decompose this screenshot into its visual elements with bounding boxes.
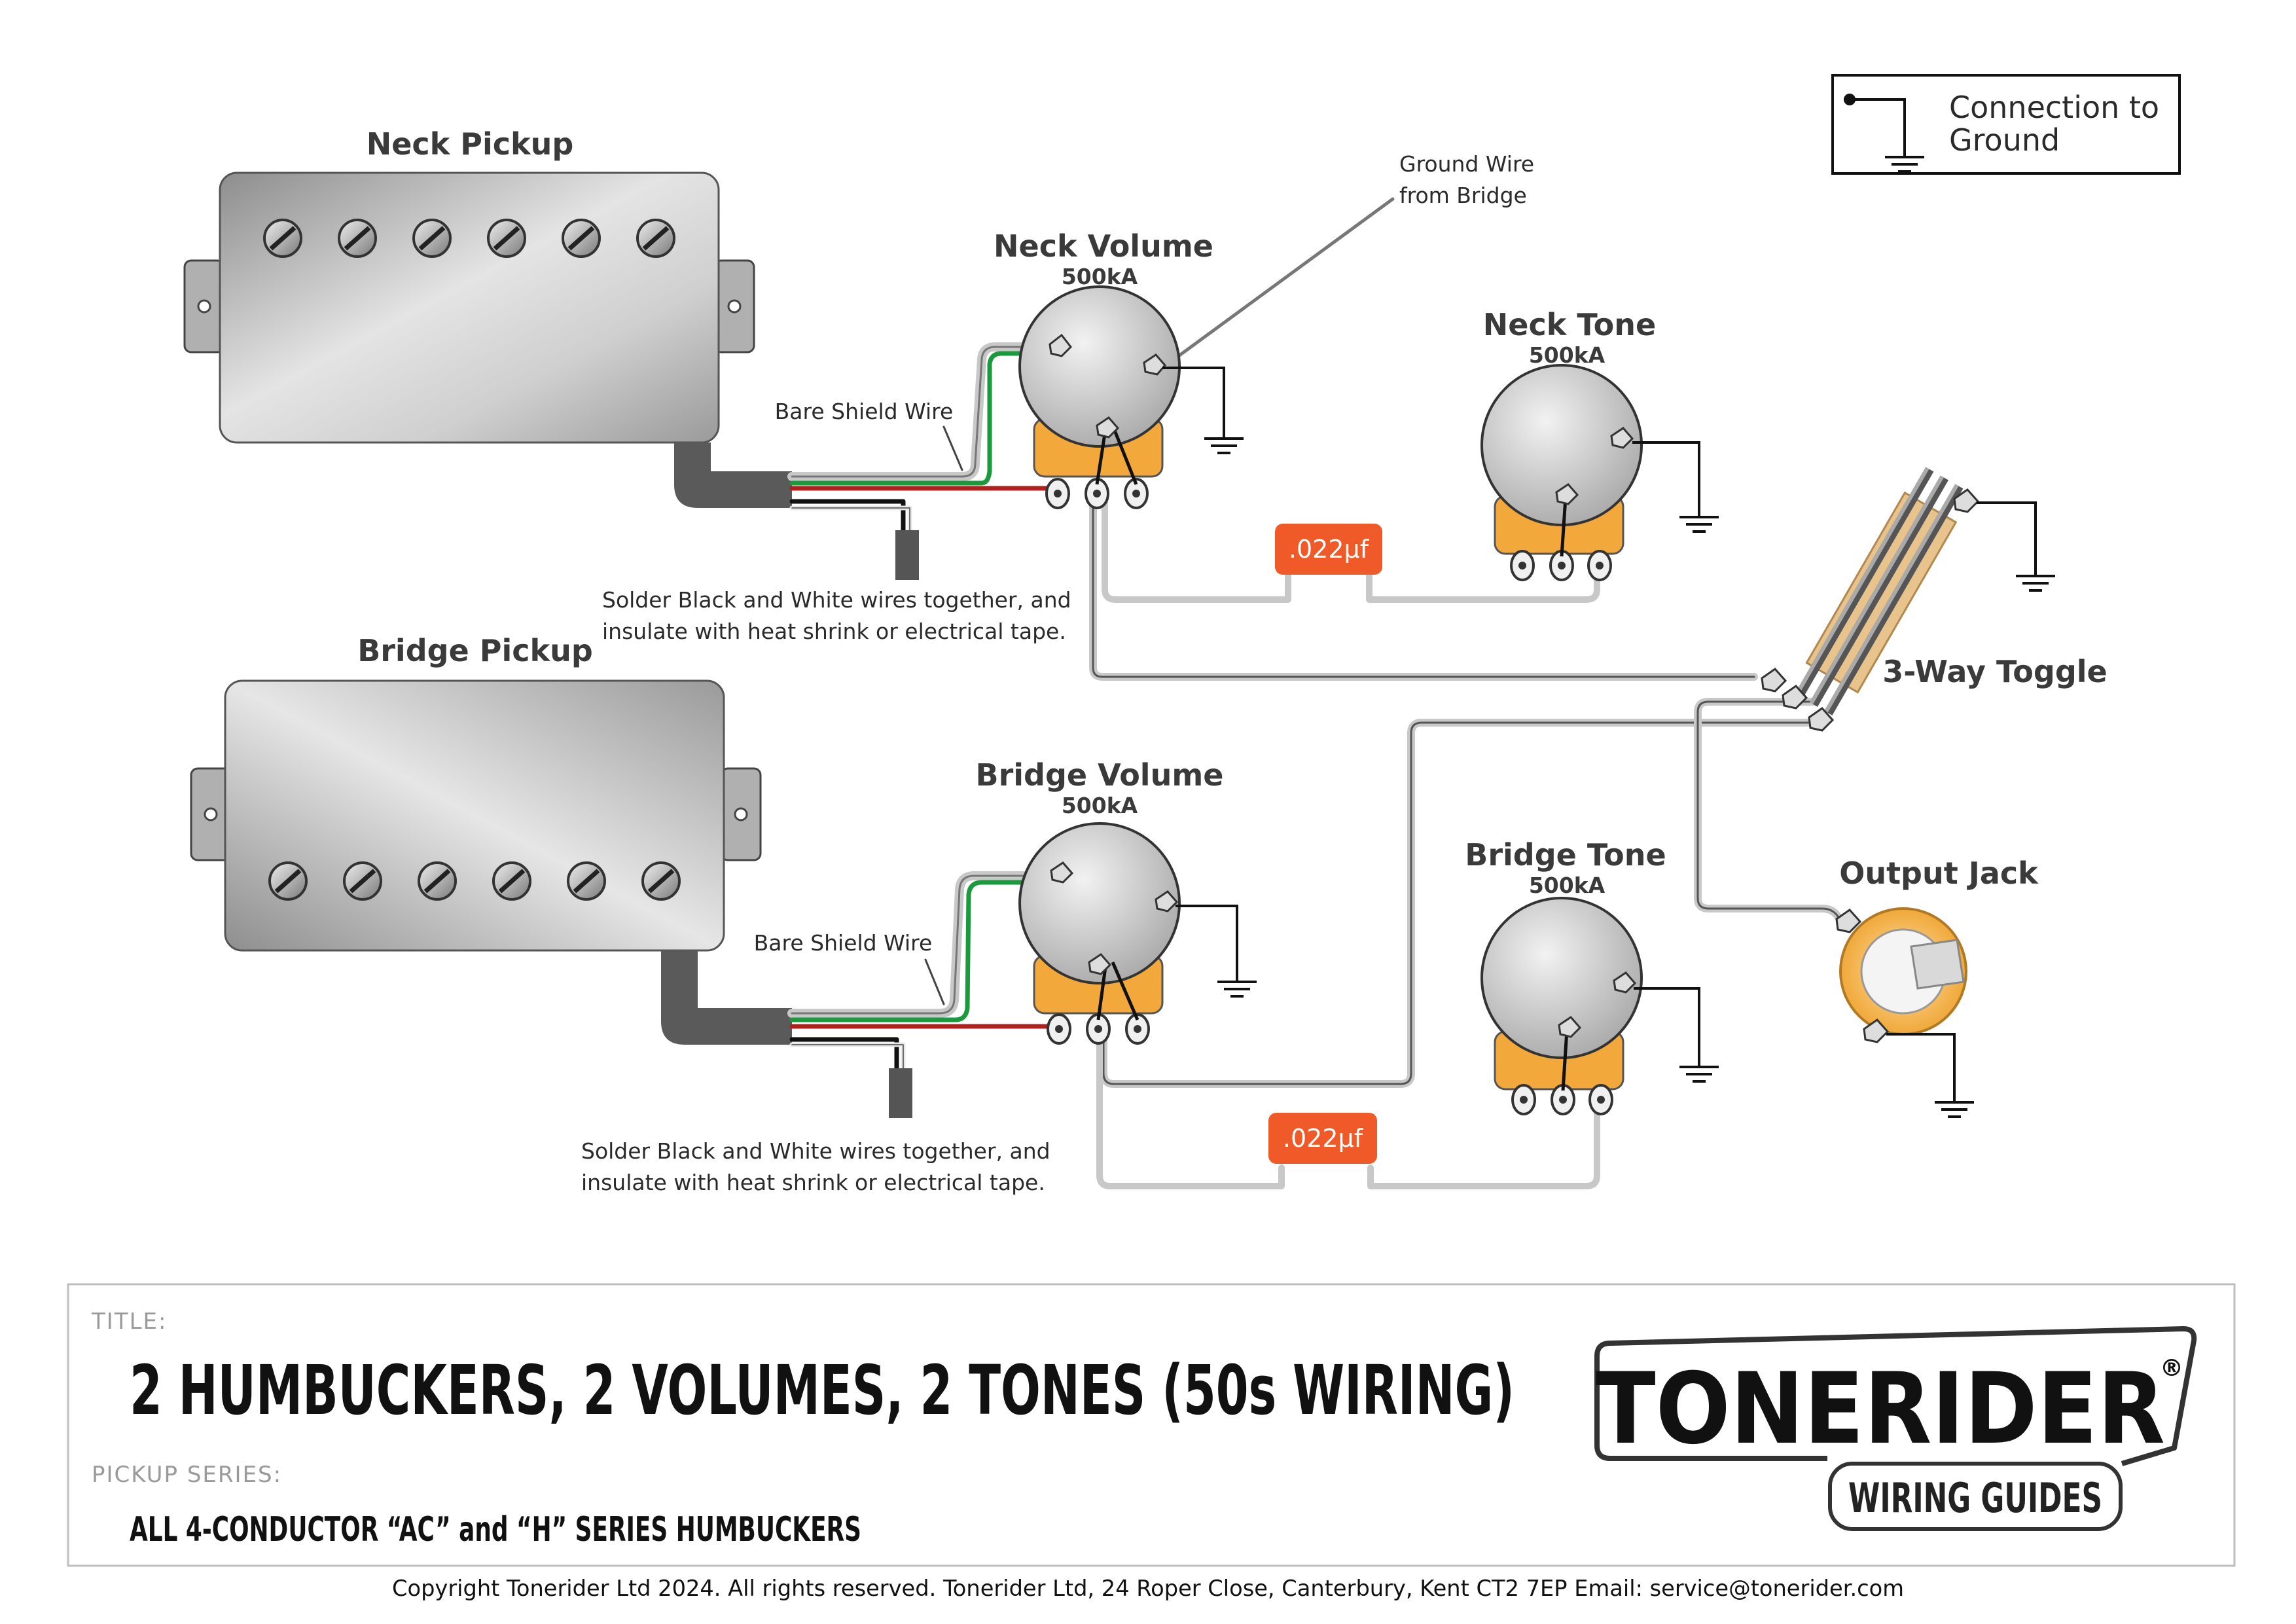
neck-capacitor: .022µf <box>1275 524 1382 575</box>
bridge-pickup: Bridge Pickup <box>190 633 792 1045</box>
ground-symbol-icon <box>1678 1053 1720 1083</box>
neck-shield-label: Bare Shield Wire <box>775 399 954 424</box>
solder-lug <box>1549 550 1574 581</box>
pole-screw-icon <box>492 861 531 901</box>
bridge-shield-label: Bare Shield Wire <box>754 930 933 956</box>
bridge-tone-value: 500kA <box>1529 873 1605 898</box>
shield-leader-line <box>924 958 945 1005</box>
jack-tip-contact <box>1910 939 1965 990</box>
neck-capacitor-value: .022µf <box>1289 535 1370 564</box>
brand-name: TONERIDER <box>1596 1352 2165 1466</box>
ground-wire-line-1: Ground Wire <box>1399 151 1534 177</box>
ground-symbol-icon <box>1216 967 1258 998</box>
solder-lug <box>1045 478 1070 509</box>
heat-shrink <box>889 1068 912 1118</box>
pole-pieces <box>263 219 675 258</box>
pole-screw-icon <box>343 861 382 901</box>
solder-lug <box>1510 550 1535 581</box>
brand-subtitle: WIRING GUIDES <box>1848 1474 2102 1522</box>
output-jack-label: Output Jack <box>1839 856 2039 891</box>
ground-symbol-icon <box>1933 1088 1975 1118</box>
neck-pickup-label: Neck Pickup <box>367 126 574 162</box>
diagram-title: 2 HUMBUCKERS, 2 VOLUMES, 2 TONES (50s WI… <box>130 1350 1515 1430</box>
neck-note-line-2: insulate with heat shrink or electrical … <box>602 619 1066 644</box>
bridge-pickup-cover <box>224 679 725 952</box>
bridge-note-line-2: insulate with heat shrink or electrical … <box>581 1170 1045 1195</box>
neck-pickup-wires <box>787 342 1065 580</box>
toggle-label: 3-Way Toggle <box>1882 654 2107 689</box>
bridge-pickup-label: Bridge Pickup <box>357 633 593 668</box>
pot-body <box>1480 897 1643 1059</box>
legend-line-2: Ground <box>1949 122 2060 158</box>
neck-volume-label: Neck Volume <box>994 228 1213 264</box>
neck-tone-pot: Neck Tone 500kA <box>1480 307 1720 581</box>
solder-lug <box>1047 1013 1071 1045</box>
neck-tone-label: Neck Tone <box>1483 307 1656 342</box>
neck-pickup-cover <box>219 171 720 444</box>
pickup-series: ALL 4-CONDUCTOR “AC” and “H” SERIES HUMB… <box>130 1510 861 1549</box>
solder-lug <box>1587 550 1612 581</box>
pole-screw-icon <box>562 219 601 258</box>
registered-mark: ® <box>2160 1355 2183 1382</box>
copyright-notice: Copyright Tonerider Ltd 2024. All rights… <box>392 1576 1904 1602</box>
solder-lug <box>1085 478 1109 509</box>
bridge-tone-pot: Bridge Tone 500kA <box>1465 837 1720 1115</box>
bridge-volume-value: 500kA <box>1062 793 1138 818</box>
solder-lug <box>1588 1084 1613 1115</box>
neck-tone-value: 500kA <box>1529 342 1605 368</box>
pole-screw-icon <box>268 861 308 901</box>
pot-body <box>1480 364 1643 526</box>
ground-symbol-icon <box>2015 562 2056 592</box>
neck-note-line-1: Solder Black and White wires together, a… <box>602 587 1071 613</box>
bridge-note-line-1: Solder Black and White wires together, a… <box>581 1138 1050 1164</box>
bridge-pickup-wires <box>787 871 1065 1118</box>
bridge-volume-pot: Bridge Volume 500kA <box>976 757 1258 1045</box>
shield-leader-line <box>942 425 963 471</box>
pot-body <box>1018 822 1181 984</box>
legend-line-1: Connection to <box>1949 90 2159 125</box>
bridge-capacitor: .022µf <box>1268 1113 1377 1164</box>
pole-screw-icon <box>636 219 675 258</box>
ground-symbol-icon <box>1203 424 1245 454</box>
ground-symbol-icon <box>1678 503 1720 533</box>
pickup-lead-sheath <box>674 442 792 508</box>
three-way-toggle: 3-Way Toggle <box>1761 467 2108 732</box>
pole-screw-icon <box>338 219 377 258</box>
pickup-lead-sheath <box>661 950 792 1045</box>
tonerider-logo: TONERIDER ® WIRING GUIDES <box>1594 1326 2197 1531</box>
heat-shrink <box>895 530 919 580</box>
bridge-volume-label: Bridge Volume <box>976 757 1224 793</box>
capacitor-body <box>1275 524 1382 575</box>
pole-screw-icon <box>412 219 452 258</box>
solder-lug <box>1124 478 1149 509</box>
pole-pieces <box>268 861 681 901</box>
solder-lug <box>1511 1084 1536 1115</box>
bridge-tone-label: Bridge Tone <box>1465 837 1666 873</box>
pole-screw-icon <box>487 219 526 258</box>
solder-lug <box>1125 1013 1150 1045</box>
pole-screw-icon <box>641 861 681 901</box>
ground-wire-line-2: from Bridge <box>1399 183 1527 208</box>
brand-badge <box>1828 1462 2123 1531</box>
interconnect-wires <box>1089 197 1850 1189</box>
neck-volume-value: 500kA <box>1062 264 1138 289</box>
pole-screw-icon <box>567 861 606 901</box>
pole-screw-icon <box>418 861 457 901</box>
series-label: PICKUP SERIES: <box>92 1462 282 1488</box>
output-jack: Output Jack <box>1835 856 2039 1118</box>
ground-legend: Connection to Ground <box>1831 74 2181 175</box>
pole-screw-icon <box>263 219 302 258</box>
neck-volume-pot: Neck Volume 500kA <box>994 228 1245 509</box>
title-label: TITLE: <box>91 1308 167 1335</box>
capacitor-body <box>1268 1113 1377 1164</box>
bridge-capacitor-value: .022µf <box>1283 1124 1364 1153</box>
neck-pickup: Neck Pickup <box>183 126 792 508</box>
